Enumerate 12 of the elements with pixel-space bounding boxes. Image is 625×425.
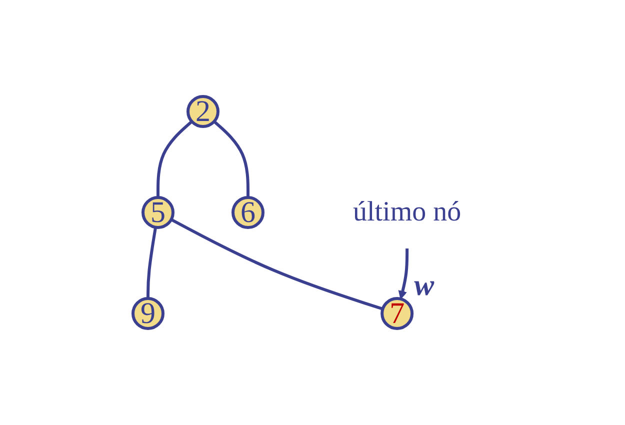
connector [170, 218, 384, 310]
node-circle: 6 [232, 196, 265, 229]
node-circle: 9 [132, 297, 165, 330]
arrow [398, 248, 409, 300]
node-circle: 5 [142, 196, 175, 229]
node-circle: 2 [186, 95, 220, 128]
connector [146, 227, 158, 298]
node-text: último nó [353, 196, 462, 228]
node-caption: w [414, 269, 435, 302]
connector [214, 120, 250, 198]
connector [156, 120, 194, 198]
node-circle: 7 [381, 297, 414, 330]
